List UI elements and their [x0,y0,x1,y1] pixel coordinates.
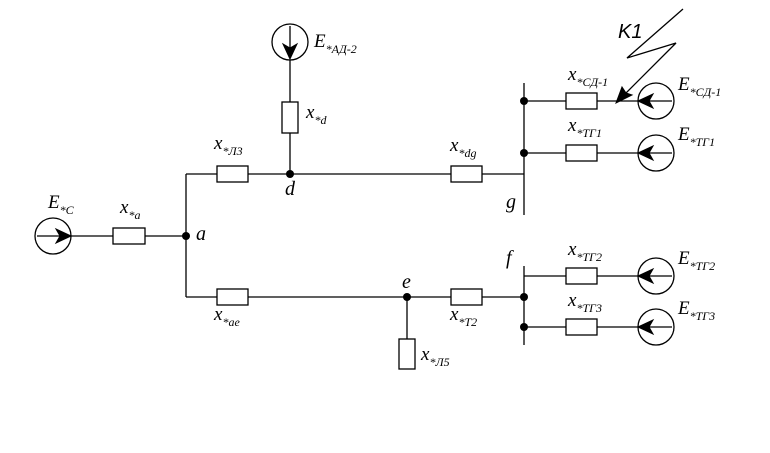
junction-g-mid [520,149,528,157]
label-etg2: E*ТГ2 [677,248,715,273]
source-ead2 [271,23,309,61]
label-esd1: E*СД-1 [677,74,721,99]
label-xd: x*d [305,102,327,127]
reactance-xdg [450,165,483,183]
source-ec [34,217,73,255]
label-xdg: x*dg [449,135,476,160]
junction-nodes [182,97,528,331]
label-xae: x*ае [213,304,240,329]
arrow-down-icon [281,42,299,61]
arrow-right-icon [54,227,73,245]
reactance-xtg3 [565,318,598,336]
label-etg1: E*ТГ1 [677,124,715,149]
label-ead2: E*АД-2 [313,31,357,56]
junction-g-top [520,97,528,105]
junction-a [182,232,190,240]
source-etg1 [636,134,675,172]
label-xt2: x*Т2 [449,304,477,329]
label-ec: E*С [47,192,75,217]
reactance-xt2 [450,288,483,306]
junction-f-bottom [520,323,528,331]
junction-d [286,170,294,178]
arrow-left-icon [636,318,655,336]
reactance-xtg2 [565,267,598,285]
source-etg3 [636,308,675,346]
label-xl5: x*Л5 [420,344,450,369]
arrow-left-icon [636,144,655,162]
source-esd1 [636,82,675,120]
label-etg3: E*ТГ3 [677,298,715,323]
label-xsd1: x*СД-1 [567,64,608,89]
label-xtg2: x*ТГ2 [567,239,602,264]
node-label-g: g [506,191,516,213]
node-label-a: a [196,223,206,245]
fault-k1: K1 [615,8,684,105]
arrow-left-icon [636,267,655,285]
fault-label: K1 [618,21,642,43]
node-label-f: f [506,247,514,269]
junction-f-top [520,293,528,301]
reactance-xa [112,227,146,245]
node-label-d: d [285,178,296,200]
label-xtg1: x*ТГ1 [567,115,602,140]
label-xl3: x*Л3 [213,133,243,158]
reactance-xl5 [398,338,416,370]
wires [71,59,638,345]
junction-e [403,293,411,301]
label-xa: x*а [119,197,140,222]
lightning-icon [622,8,684,97]
reactance-xl3 [216,165,249,183]
reactance-elements [112,92,598,370]
label-xtg3: x*ТГ3 [567,290,602,315]
reactance-xae [216,288,249,306]
arrow-left-icon [636,92,655,110]
node-label-e: e [402,271,411,293]
reactance-xsd1 [565,92,598,110]
source-etg2 [636,257,675,295]
reactance-xd [281,101,299,134]
reactance-xtg1 [565,144,598,162]
